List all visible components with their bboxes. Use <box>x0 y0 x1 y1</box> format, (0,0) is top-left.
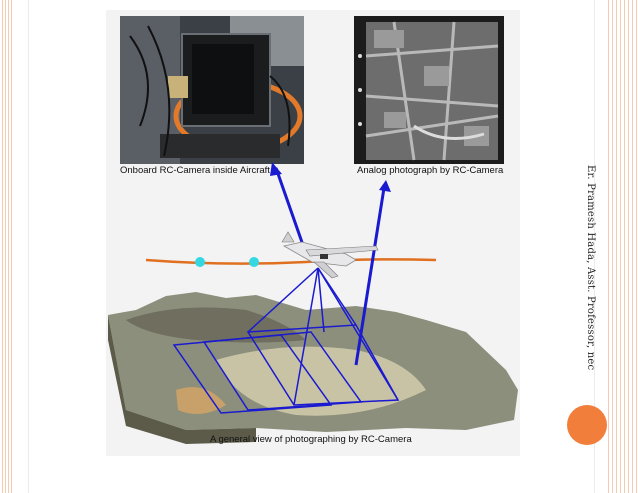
left-gutter-line <box>28 0 29 493</box>
projection-rays <box>247 267 399 406</box>
arrow-to-analog <box>354 187 386 366</box>
photogrammetry-figure: Onboard RC-Camera inside Aircraft Analog… <box>106 10 520 456</box>
terrain-patch <box>176 387 226 414</box>
analog-caption: Analog photograph by RC-Camera <box>357 165 504 176</box>
decorative-orange-circle <box>567 405 607 445</box>
flight-line <box>145 258 437 265</box>
left-decorative-stripe <box>0 0 14 493</box>
right-gutter-line <box>594 0 595 493</box>
aerial-photography-illustration <box>108 162 518 444</box>
author-credit: Er. Pramesh Hada, Asst. Professor, nec <box>585 165 596 371</box>
terrain-ridge <box>126 307 306 343</box>
arrow-head-camera <box>270 162 282 176</box>
general-view-caption: A general view of photographing by RC-Ca… <box>210 434 412 445</box>
analog-photo-drawing <box>354 16 504 164</box>
terrain-edge <box>108 315 256 444</box>
arrow-to-camera <box>274 167 306 249</box>
exposure-point-icon <box>195 257 205 267</box>
onboard-camera-photo <box>120 16 304 164</box>
arrow-head-analog <box>379 180 391 192</box>
camera-photo-drawing <box>120 16 304 164</box>
exposure-point-icon <box>249 257 259 267</box>
camera-caption: Onboard RC-Camera inside Aircraft <box>120 165 270 176</box>
aircraft-icon <box>281 231 379 279</box>
analog-aerial-photo <box>354 16 504 164</box>
right-decorative-stripe <box>608 0 638 493</box>
